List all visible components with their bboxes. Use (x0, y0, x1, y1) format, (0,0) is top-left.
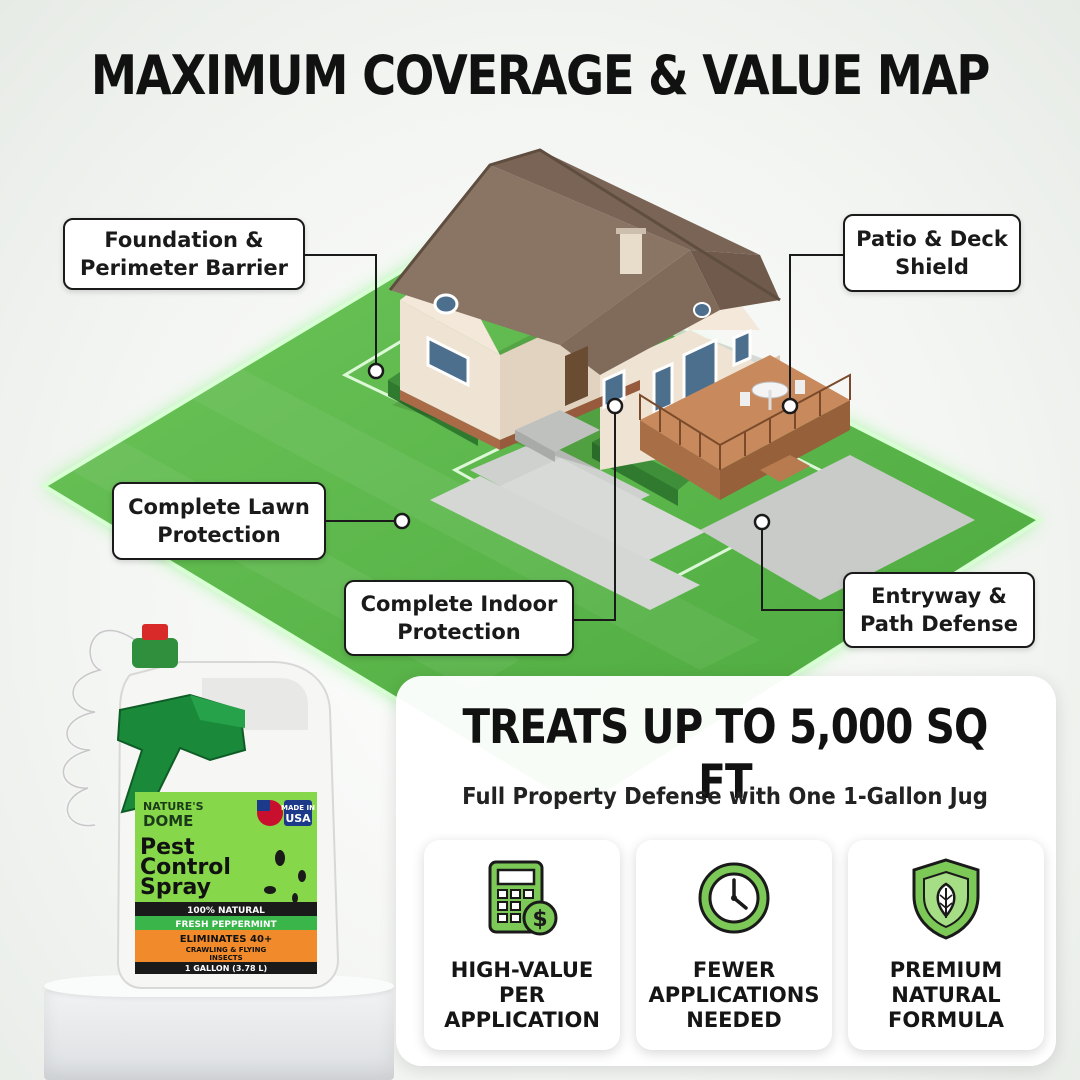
page-title: MAXIMUM COVERAGE & VALUE MAP (90, 44, 991, 107)
leader-indoor (574, 406, 616, 621)
feature-label: HIGH-VALUE PER APPLICATION (444, 958, 600, 1032)
svg-text:Pest: Pest (140, 835, 195, 860)
clock-icon (698, 862, 770, 934)
svg-text:NATURE'S: NATURE'S (143, 800, 204, 813)
display-pedestal (44, 990, 394, 1080)
svg-text:USA: USA (285, 812, 311, 825)
svg-text:DOME: DOME (143, 812, 193, 830)
feature-label: PREMIUM NATURAL FORMULA (888, 958, 1004, 1032)
svg-text:$: $ (532, 907, 547, 932)
leader-patio (789, 254, 848, 399)
svg-text:100% NATURAL: 100% NATURAL (187, 906, 265, 916)
leader-entry (761, 522, 843, 611)
window (426, 335, 470, 388)
svg-text:MADE IN: MADE IN (281, 804, 315, 812)
chimney (620, 232, 642, 274)
svg-text:1 GALLON (3.78 L): 1 GALLON (3.78 L) (185, 964, 267, 973)
marker-lawn (393, 512, 411, 530)
svg-text:FRESH PEPPERMINT: FRESH PEPPERMINT (175, 920, 277, 930)
svg-text:INSECTS: INSECTS (209, 954, 242, 962)
svg-text:Spray: Spray (140, 875, 211, 900)
insects-icon (264, 850, 306, 903)
feature-card-formula: PREMIUM NATURAL FORMULA (848, 840, 1044, 1050)
marker-entry (753, 513, 771, 531)
coverage-title: TREATS UP TO 5,000 SQ FT (462, 700, 988, 810)
feature-card-value: $ HIGH-VALUE PER APPLICATION (424, 840, 620, 1050)
coverage-subtitle: Full Property Defense with One 1-Gallon … (462, 784, 988, 810)
marker-indoor (606, 397, 624, 415)
svg-text:ELIMINATES 40+: ELIMINATES 40+ (180, 934, 273, 945)
svg-text:CRAWLING & FLYING: CRAWLING & FLYING (186, 946, 267, 954)
window-round (433, 293, 459, 315)
callout-foundation: Foundation &Perimeter Barrier (63, 218, 305, 290)
marker-foundation (367, 362, 385, 380)
callout-entry: Entryway &Path Defense (843, 572, 1035, 648)
feature-card-applications: FEWER APPLICATIONS NEEDED (636, 840, 832, 1050)
driveway (700, 455, 975, 600)
product-jug: NATURE'S DOME Pest Control Spray MADE IN… (60, 624, 340, 989)
roof (390, 165, 690, 345)
front-door (565, 346, 588, 406)
leader-foundation (305, 254, 377, 371)
calculator-dollar-icon: $ (488, 860, 558, 936)
shield-leaf-icon (912, 858, 980, 940)
marker-patio (781, 397, 799, 415)
walkway (500, 458, 705, 562)
feature-label: FEWER APPLICATIONS NEEDED (648, 958, 820, 1032)
front-steps (515, 410, 600, 452)
svg-text:Control: Control (140, 855, 231, 880)
